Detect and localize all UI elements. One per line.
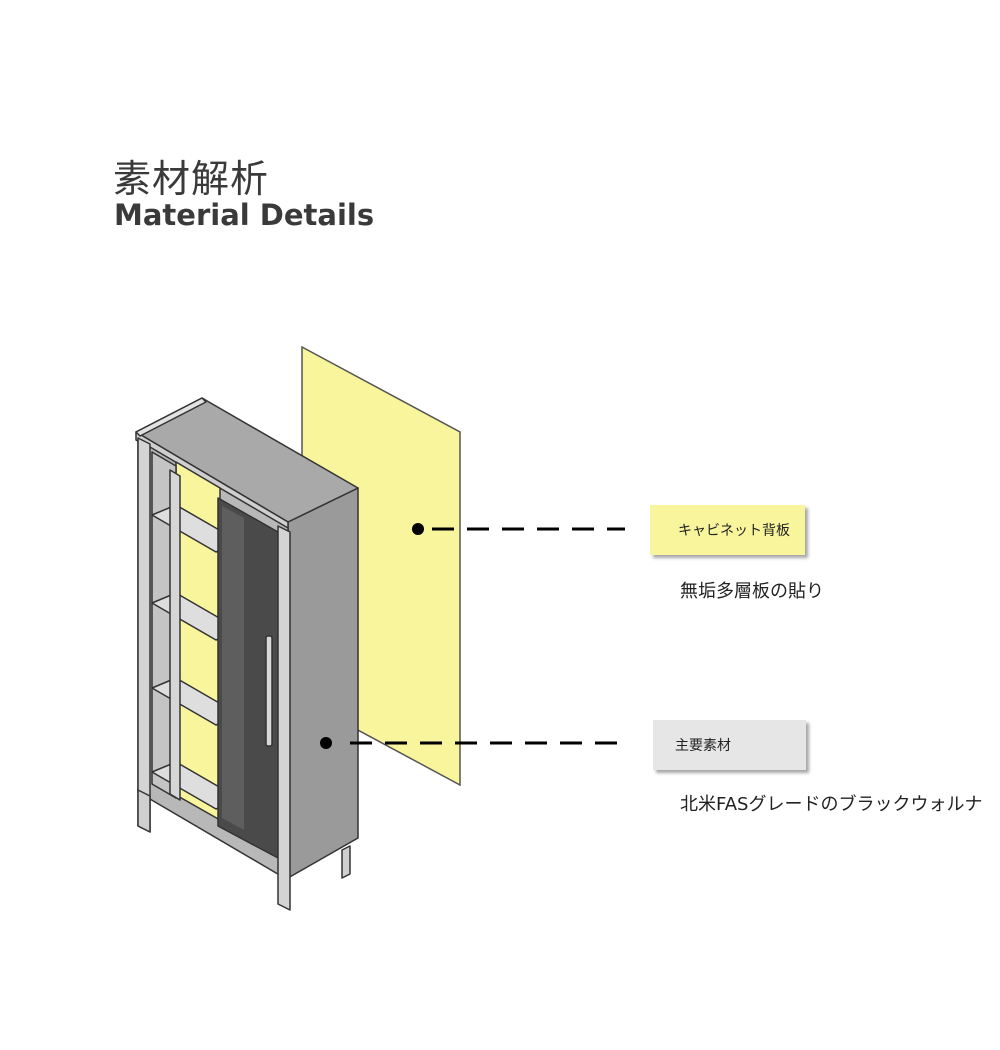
callout-tag-back-panel: キャビネット背板	[650, 505, 805, 555]
cabinet-side-panel	[287, 487, 359, 879]
corner-post	[137, 437, 151, 833]
callout-dot-main-material	[320, 737, 332, 749]
door-handle	[265, 635, 273, 747]
section-title-en: Material Details	[114, 198, 375, 232]
callout-dot-back-panel	[412, 523, 424, 535]
callout-tag-main-material: 主要素材	[653, 720, 806, 770]
callout-description-back-panel: 無垢多層板の貼り	[680, 581, 824, 602]
cabinet	[135, 397, 359, 911]
section-title-jp: 素材解析	[113, 157, 270, 201]
cabinet-leg	[137, 789, 151, 833]
cabinet-leg	[341, 845, 351, 879]
corner-post	[277, 525, 291, 911]
callout-description-main-material: 北米FASグレードのブラックウォルナ	[680, 794, 983, 815]
